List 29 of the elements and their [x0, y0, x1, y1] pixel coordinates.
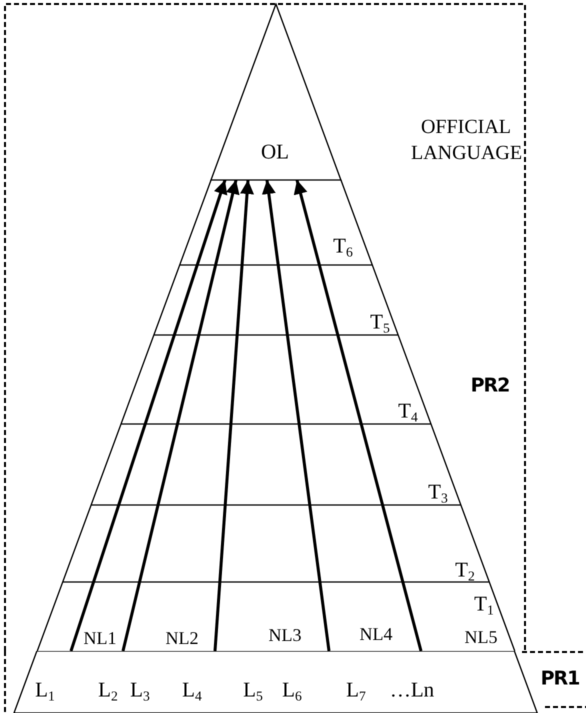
- side-caption: OFFICIAL LANGUAGE: [410, 115, 521, 166]
- arrow: [214, 180, 254, 652]
- band-label: T$_{3}$: [428, 480, 448, 504]
- dashed-region: [4, 3, 526, 651]
- band-label: T$_{5}$: [370, 310, 390, 334]
- band-label: OL: [260, 140, 289, 164]
- band-label: L$_{4}$: [182, 678, 202, 702]
- band-label: L$_{7}$: [346, 678, 366, 702]
- band-label: T$_{2}$: [455, 558, 475, 582]
- band-label: L$_{5}$: [243, 678, 263, 702]
- band-label: L$_{6}$: [282, 678, 302, 702]
- arrow: [122, 180, 240, 652]
- band-label: NL1: [84, 629, 116, 649]
- band-label: L$_{1}$: [35, 678, 55, 702]
- arrow: [262, 180, 330, 652]
- region-label: PR2: [470, 376, 510, 396]
- band-label: T$_{6}$: [333, 234, 353, 258]
- region-label: PR1: [540, 668, 580, 690]
- band-label: L$_{3}$: [130, 678, 150, 702]
- band-label: NL5: [464, 628, 498, 648]
- band-label: L$_{2}$: [98, 678, 118, 702]
- band-label: T$_{1}$: [474, 592, 494, 616]
- band-label: NL4: [360, 625, 392, 645]
- band-label: T$_{4}$: [398, 399, 418, 423]
- arrow: [70, 180, 228, 652]
- band-label: …Ln: [390, 678, 434, 702]
- band-label: NL2: [166, 629, 198, 649]
- band-label: NL3: [268, 626, 302, 646]
- arrow: [294, 180, 422, 652]
